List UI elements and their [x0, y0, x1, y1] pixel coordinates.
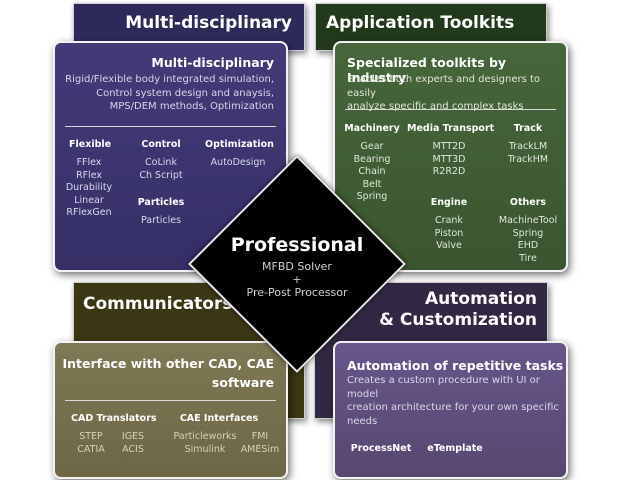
communicators-title-line2: software	[211, 375, 274, 390]
list-item: TrackHM	[507, 153, 549, 165]
center-content: Professional MFBD Solver + Pre-Post Proc…	[220, 233, 374, 300]
list-item: Particleworks	[173, 431, 237, 442]
center-title: Professional	[230, 234, 364, 256]
app-track-list: TrackLM TrackHM	[495, 141, 561, 166]
app-desc-line-2: analyze specific and complex tasks	[347, 101, 524, 112]
list-item: ACIS	[122, 443, 144, 455]
md-optimization-head: Optimization	[205, 139, 274, 150]
list-item: Crank	[435, 215, 463, 226]
app-media-head: Media Transport	[407, 123, 495, 134]
list-item: Valve	[436, 240, 462, 251]
list-item: Linear	[74, 194, 104, 206]
comm-cae-col1: Particleworks Simulink	[169, 431, 241, 456]
auto-desc-line-1: Creates a custom procedure with UI or mo…	[347, 375, 540, 400]
list-item: STEP	[79, 431, 103, 442]
md-flexible-head: Flexible	[69, 139, 112, 150]
list-item: Chain	[358, 166, 386, 177]
app-media-list: MTT2D MTT3D R2R2D	[413, 141, 485, 179]
md-desc-line-1: Rigid/Flexible body integrated simulatio…	[65, 74, 274, 85]
auto-item-processnet: ProcessNet	[350, 443, 412, 454]
list-item: Ch Script	[139, 169, 183, 181]
communicators-title-line1: Interface with other CAD, CAE	[62, 356, 274, 371]
app-machinery-head: Machinery	[344, 123, 400, 134]
app-track-head: Track	[513, 123, 543, 134]
md-particles-list: Particles	[133, 215, 189, 228]
auto-item-etemplate: eTemplate	[427, 443, 483, 454]
auto-desc-line-3: needs	[347, 415, 378, 427]
multidisciplinary-description: Rigid/Flexible body integrated simulatio…	[65, 73, 274, 114]
md-flexible-list: FFlex RFlex Durability Linear RFlexGen	[63, 157, 115, 220]
list-item: Gear	[360, 141, 384, 152]
list-item: AutoDesign	[210, 157, 266, 168]
app-engine-head: Engine	[430, 197, 468, 208]
md-control-list: CoLink Ch Script	[133, 157, 189, 182]
list-item: Spring	[512, 227, 544, 239]
app-engine-list: Crank Piston Valve	[415, 215, 483, 253]
list-item: MachineTool	[498, 215, 558, 226]
application-description: Enables both experts and designers to ea…	[347, 73, 566, 114]
list-item: Tire	[519, 252, 537, 264]
comm-cad-head: CAD Translators	[71, 413, 157, 424]
comm-divider	[65, 400, 276, 401]
app-divider	[345, 109, 556, 110]
list-item: AMESim	[240, 443, 280, 455]
list-item: EHD	[517, 240, 539, 251]
comm-cae-head: CAE Interfaces	[179, 413, 259, 424]
app-desc-line-1: Enables both experts and designers to ea…	[347, 74, 541, 99]
automation-tab-title-line1: Automation	[425, 289, 537, 309]
application-tab-title: Application Toolkits	[326, 13, 515, 33]
list-item: IGES	[121, 431, 145, 442]
application-title: Specialized toolkits by Industry	[347, 55, 507, 85]
app-others-head: Others	[509, 197, 547, 208]
list-item: TrackLM	[508, 141, 548, 152]
list-item: Durability	[65, 182, 113, 193]
communicators-panel: Interface with other CAD, CAE software C…	[53, 341, 288, 479]
automation-panel: Automation of repetitive tasks Creates a…	[333, 341, 568, 479]
md-optimization-list: AutoDesign	[205, 157, 271, 170]
md-particles-head: Particles	[137, 197, 185, 208]
list-item: MTT2D	[432, 141, 466, 152]
md-desc-line-2: Control system design and anaysis,	[96, 87, 274, 99]
app-machinery-list: Gear Bearing Chain Belt Spring	[339, 141, 405, 204]
list-item: MTT3D	[432, 153, 466, 165]
list-item: Simulink	[184, 443, 226, 455]
multidisciplinary-tab-title: Multi-disciplinary	[125, 13, 292, 33]
md-desc-line-3: MPS/DEM methods, Optimization	[109, 101, 274, 112]
list-item: RFlex	[75, 169, 102, 181]
list-item: RFlexGen	[66, 207, 112, 218]
automation-title: Automation of repetitive tasks	[347, 358, 564, 373]
list-item: CoLink	[145, 157, 177, 168]
list-item: R2R2D	[432, 166, 466, 177]
list-item: CATIA	[77, 443, 105, 455]
comm-cad-col1: STEP CATIA	[73, 431, 109, 456]
multidisciplinary-title: Multi-disciplinary	[151, 55, 274, 70]
center-line1: MFBD Solver	[262, 260, 332, 273]
list-item: Spring	[356, 191, 388, 202]
center-plus: +	[292, 273, 302, 286]
list-item: FFlex	[76, 157, 102, 168]
center-line2: Pre-Post Processor	[246, 286, 348, 299]
auto-desc-line-2: creation architecture for your own speci…	[347, 402, 559, 413]
list-item: Belt	[362, 178, 382, 190]
list-item: Bearing	[353, 153, 391, 165]
app-others-list: MachineTool Spring EHD Tire	[491, 215, 565, 265]
automation-tab-title-line2: & Customization	[379, 310, 537, 330]
list-item: FMI	[251, 431, 269, 442]
list-item: Particles	[140, 215, 182, 226]
list-item: Piston	[434, 227, 464, 239]
automation-description: Creates a custom procedure with UI or mo…	[347, 374, 566, 428]
md-control-head: Control	[141, 139, 181, 150]
comm-cad-col2: IGES ACIS	[115, 431, 151, 456]
md-divider	[65, 126, 276, 127]
comm-cae-col2: FMI AMESim	[239, 431, 281, 456]
communicators-tab-title: Communicators	[83, 294, 233, 314]
